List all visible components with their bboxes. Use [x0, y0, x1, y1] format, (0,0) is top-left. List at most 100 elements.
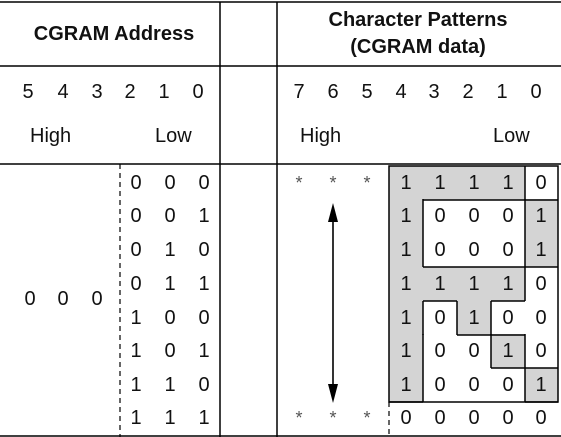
pattern-bit: 0 — [434, 340, 446, 362]
lower-address-bit: 1 — [198, 273, 210, 295]
data-bit-number: 2 — [462, 81, 474, 103]
cgram-address-title: CGRAM Address — [33, 23, 195, 45]
range-arrow-head-up — [328, 203, 338, 222]
lower-address-bit: 0 — [130, 239, 142, 261]
data-low-label: Low — [493, 125, 530, 147]
lower-address-bit: 1 — [130, 374, 142, 396]
pattern-shade — [389, 267, 423, 301]
pattern-bit: 0 — [468, 374, 480, 396]
pattern-bit: 1 — [535, 205, 547, 227]
pattern-bit: 0 — [535, 340, 547, 362]
data-bit-number: 3 — [428, 81, 440, 103]
pattern-bit: 0 — [502, 307, 514, 329]
pattern-shade — [457, 166, 491, 200]
pattern-bit: 0 — [502, 374, 514, 396]
pattern-bit: 0 — [434, 205, 446, 227]
pattern-shade — [389, 233, 423, 267]
upper-data-bit: * — [329, 408, 337, 428]
lower-address-bit: 1 — [198, 205, 210, 227]
character-patterns-title-line1: Character Patterns — [328, 9, 508, 31]
lower-address-bit: 1 — [164, 239, 176, 261]
pattern-bit: 0 — [434, 307, 446, 329]
pattern-bit: 0 — [502, 407, 514, 429]
upper-data-bit: * — [329, 173, 337, 193]
data-bit-number: 5 — [361, 81, 373, 103]
address-low-label: Low — [155, 125, 192, 147]
lower-address-bit: 0 — [164, 205, 176, 227]
pattern-bit: 0 — [400, 407, 412, 429]
pattern-bit: 1 — [400, 374, 412, 396]
pattern-shade — [389, 166, 423, 200]
data-bit-number: 6 — [327, 81, 339, 103]
pattern-bit: 1 — [468, 273, 480, 295]
lower-address-bit: 1 — [130, 340, 142, 362]
lower-address-bit: 1 — [130, 407, 142, 429]
upper-data-bit: * — [295, 408, 303, 428]
lower-address-bit: 0 — [130, 172, 142, 194]
pattern-shade — [389, 301, 423, 335]
pattern-bit: 0 — [468, 205, 480, 227]
lower-address-bit: 1 — [164, 273, 176, 295]
pattern-bit: 0 — [434, 239, 446, 261]
lower-address-bit: 1 — [198, 340, 210, 362]
lower-address-bit: 0 — [130, 273, 142, 295]
pattern-shade — [525, 368, 558, 402]
pattern-bit: 0 — [434, 374, 446, 396]
lower-address-bit: 0 — [198, 307, 210, 329]
pattern-bit: 0 — [468, 239, 480, 261]
lower-address-bit: 1 — [198, 407, 210, 429]
pattern-bit: 1 — [434, 273, 446, 295]
lower-address-bit: 0 — [130, 205, 142, 227]
pattern-bit: 1 — [400, 340, 412, 362]
lower-address-bit: 1 — [130, 307, 142, 329]
character-patterns-title-line2: (CGRAM data) — [350, 36, 486, 58]
address-bit-number: 5 — [22, 81, 34, 103]
lower-address-bit: 0 — [198, 172, 210, 194]
address-bit-number: 2 — [124, 81, 136, 103]
pattern-shade — [491, 334, 525, 368]
lower-address-bit: 1 — [164, 374, 176, 396]
address-bit-number: 1 — [158, 81, 170, 103]
pattern-bit: 0 — [502, 205, 514, 227]
pattern-bit: 1 — [400, 239, 412, 261]
pattern-shade — [389, 334, 423, 368]
pattern-bit: 1 — [400, 172, 412, 194]
data-bit-number: 0 — [530, 81, 542, 103]
lower-address-bit: 1 — [164, 407, 176, 429]
pattern-bit: 1 — [400, 273, 412, 295]
pattern-bit: 1 — [502, 340, 514, 362]
pattern-shade — [389, 199, 423, 233]
pattern-shade — [457, 301, 491, 335]
range-arrow-head-down — [328, 384, 338, 403]
pattern-bit: 1 — [434, 172, 446, 194]
lower-address-bit: 0 — [198, 374, 210, 396]
pattern-shade — [457, 267, 491, 301]
data-bit-number: 1 — [496, 81, 508, 103]
pattern-bit: 1 — [468, 307, 480, 329]
address-bit-number: 0 — [192, 81, 204, 103]
pattern-bit: 0 — [468, 340, 480, 362]
upper-address-bit: 0 — [24, 288, 36, 310]
pattern-shade — [423, 166, 457, 200]
pattern-shade — [491, 267, 525, 301]
address-bit-number: 3 — [91, 81, 103, 103]
pattern-bit: 0 — [535, 172, 547, 194]
lower-address-bit: 0 — [164, 172, 176, 194]
address-bit-number: 4 — [57, 81, 69, 103]
pattern-bit: 1 — [535, 239, 547, 261]
pattern-shade — [389, 368, 423, 402]
pattern-bit: 0 — [535, 407, 547, 429]
upper-data-bit: * — [363, 408, 371, 428]
lower-address-bit: 0 — [164, 307, 176, 329]
pattern-shade — [525, 199, 558, 233]
pattern-shade — [491, 166, 525, 200]
upper-data-bit: * — [295, 173, 303, 193]
pattern-bit: 0 — [468, 407, 480, 429]
pattern-bit: 0 — [535, 273, 547, 295]
upper-data-bit: * — [363, 173, 371, 193]
pattern-bit: 0 — [502, 239, 514, 261]
pattern-bit: 1 — [535, 374, 547, 396]
pattern-bit: 0 — [434, 407, 446, 429]
